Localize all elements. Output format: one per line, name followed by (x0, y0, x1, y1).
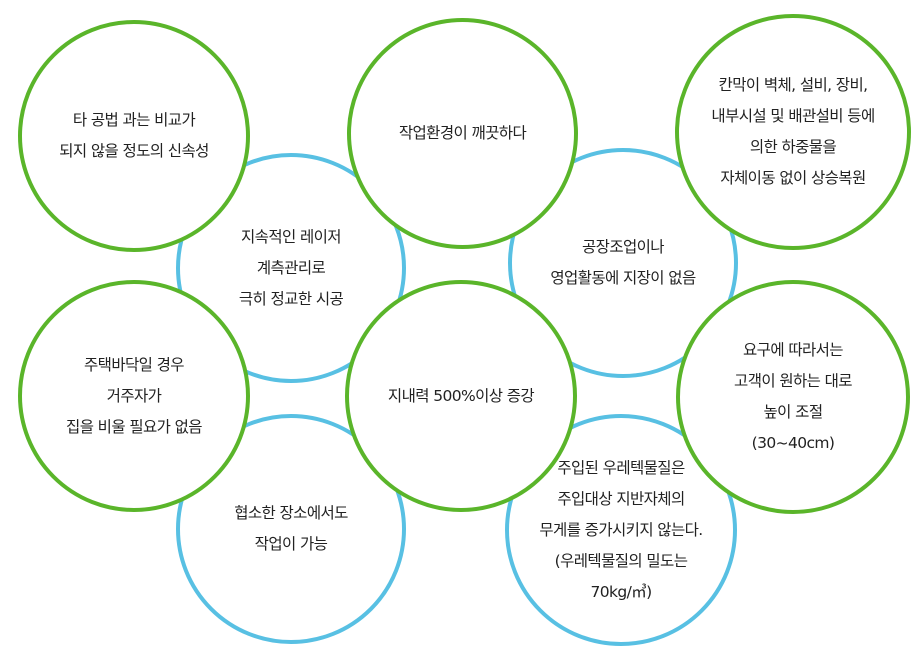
circle-clean-workplace-text: 작업환경이 깨끗하다 (398, 124, 527, 142)
circle-residents-stay: 주택바닥일 경우 거주자가 집을 비울 필요가 없음 (18, 280, 250, 512)
circle-laser-measurement-text: 지속적인 레이저 계측관리로 극히 정교한 시공 (238, 227, 344, 308)
circle-load-restoration-text: 칸막이 벽체, 설비, 장비, 내부시설 및 배관설비 등에 의한 하중물을 자… (711, 76, 875, 187)
circle-narrow-space-text: 협소한 장소에서도 작업이 가능 (234, 504, 348, 553)
circle-height-adjustment-text: 요구에 따라서는 고객이 원하는 대로 높이 조절 (30~40cm) (734, 341, 853, 452)
circle-residents-stay-text: 주택바닥일 경우 거주자가 집을 비울 필요가 없음 (66, 355, 203, 436)
circle-speed-text: 타 공법 과는 비교가 되지 않을 정도의 신속성 (59, 111, 209, 160)
circle-bearing-capacity: 지내력 500%이상 증강 (345, 280, 577, 512)
circle-clean-workplace: 작업환경이 깨끗하다 (347, 18, 578, 249)
circle-no-business-disruption-text: 공장조업이나 영업활동에 지장이 없음 (550, 238, 696, 287)
circle-height-adjustment: 요구에 따라서는 고객이 원하는 대로 높이 조절 (30~40cm) (676, 280, 910, 514)
circle-speed: 타 공법 과는 비교가 되지 않을 정도의 신속성 (18, 20, 250, 252)
circle-bearing-capacity-text: 지내력 500%이상 증강 (387, 386, 535, 405)
circle-load-restoration: 칸막이 벽체, 설비, 장비, 내부시설 및 배관설비 등에 의한 하중물을 자… (675, 14, 911, 250)
circle-urethane-density-text: 주입된 우레텍물질은 주입대상 지반자체의 무게를 증가시키지 않는다. (우레… (539, 458, 703, 601)
